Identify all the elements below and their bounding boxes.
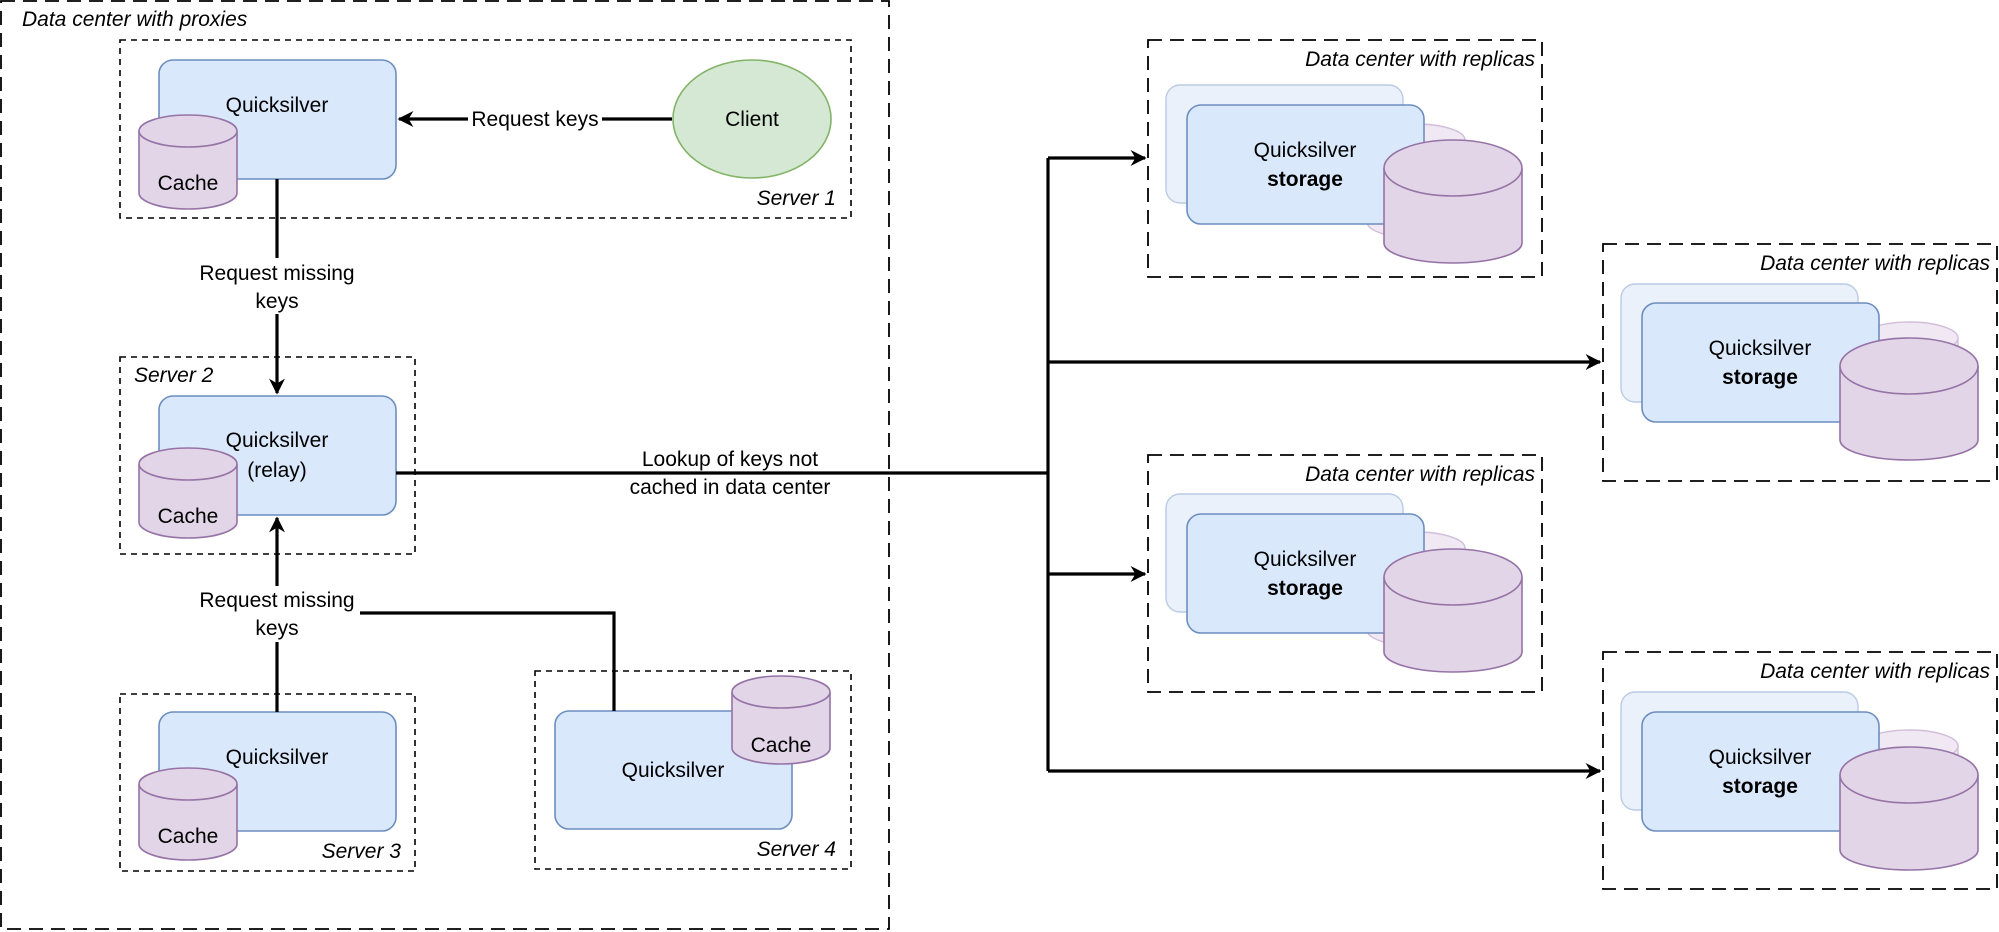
server-1-cache-cylinder[interactable] <box>138 114 238 210</box>
edge-request-keys: Request keys <box>397 104 672 132</box>
proxy-datacenter: Data center with proxies <box>0 0 890 930</box>
client-label: Client <box>725 108 779 131</box>
server-4-cache-cylinder[interactable] <box>731 675 831 765</box>
replica-datacenter-1: Data center with replicas Quicksilver st… <box>1147 39 1543 278</box>
server-2-frame <box>119 356 416 555</box>
edge-request-missing-top-line2: keys <box>255 290 298 313</box>
edge-lookup-replicas: Lookup of keys not cached in data center <box>396 150 1602 779</box>
server-1: Server 1 Quicksilver Cache Client <box>119 39 852 219</box>
server-4-quicksilver-label: Quicksilver <box>622 759 725 782</box>
edge-lookup-label-line1: Lookup of keys not <box>642 448 818 471</box>
server-3-frame <box>119 693 416 872</box>
client-node[interactable] <box>672 59 832 179</box>
edge-lookup-label-line2: cached in data center <box>630 476 831 499</box>
server-4-label: Server 4 <box>757 838 836 861</box>
relay-label-line2: (relay) <box>247 459 307 482</box>
server-3: Server 3 Quicksilver Cache <box>119 693 416 872</box>
replica-1-label-line1: Quicksilver <box>1254 139 1357 162</box>
server-1-frame <box>119 39 852 219</box>
server-3-cache-cylinder[interactable] <box>138 767 238 861</box>
edge-request-missing-keys-bottom: Request missing keys <box>192 516 616 712</box>
replica-datacenter-2: Data center with replicas Quicksilver st… <box>1602 243 1998 482</box>
replica-datacenter-3: Data center with replicas Quicksilver st… <box>1147 454 1543 693</box>
server-2-cache-cylinder[interactable] <box>138 447 238 539</box>
replica-3-storage-stack[interactable] <box>1165 493 1523 673</box>
replica-4-label-line2: storage <box>1722 775 1798 798</box>
replica-3-frame <box>1147 454 1543 693</box>
replica-2-title: Data center with replicas <box>1760 252 1990 275</box>
edge-request-missing-keys-top: Request missing keys <box>192 179 362 395</box>
proxy-datacenter-title: Data center with proxies <box>22 8 248 31</box>
replica-4-label-line1: Quicksilver <box>1709 746 1812 769</box>
server-4-cache-label: Cache <box>751 734 812 757</box>
replica-1-storage-stack[interactable] <box>1165 84 1523 264</box>
replica-4-title: Data center with replicas <box>1760 660 1990 683</box>
edge-request-keys-label: Request keys <box>471 108 598 131</box>
server-2: Server 2 Quicksilver (relay) Cache <box>119 356 416 555</box>
relay-label-line1: Quicksilver <box>226 429 329 452</box>
replica-3-title: Data center with replicas <box>1305 463 1535 486</box>
server-2-label: Server 2 <box>134 364 214 387</box>
replica-2-label-line1: Quicksilver <box>1709 337 1812 360</box>
server-4-frame <box>534 670 852 870</box>
server-3-quicksilver-label: Quicksilver <box>226 746 329 769</box>
replica-4-storage-stack[interactable] <box>1620 691 1979 871</box>
replica-3-label-line1: Quicksilver <box>1254 548 1357 571</box>
replica-1-frame <box>1147 39 1543 278</box>
edge-request-missing-top-line1: Request missing <box>199 262 354 285</box>
replica-4-frame <box>1602 651 1998 890</box>
edge-request-missing-bottom-line2: keys <box>255 617 298 640</box>
replica-1-title: Data center with replicas <box>1305 48 1535 71</box>
replica-2-frame <box>1602 243 1998 482</box>
server-4: Server 4 Quicksilver Cache <box>534 670 852 870</box>
replica-2-label-line2: storage <box>1722 366 1798 389</box>
server-1-label: Server 1 <box>757 187 836 210</box>
server-1-cache-label: Cache <box>158 172 219 195</box>
server-3-label: Server 3 <box>322 840 402 863</box>
replica-3-label-line2: storage <box>1267 577 1343 600</box>
server-1-quicksilver-label: Quicksilver <box>226 94 329 117</box>
server-2-cache-label: Cache <box>158 505 219 528</box>
edge-request-missing-bottom-line1: Request missing <box>199 589 354 612</box>
proxy-datacenter-frame <box>0 0 890 930</box>
server-3-cache-label: Cache <box>158 825 219 848</box>
replica-1-label-line2: storage <box>1267 168 1343 191</box>
replica-datacenter-4: Data center with replicas Quicksilver st… <box>1602 651 1998 890</box>
replica-2-storage-stack[interactable] <box>1620 283 1979 461</box>
